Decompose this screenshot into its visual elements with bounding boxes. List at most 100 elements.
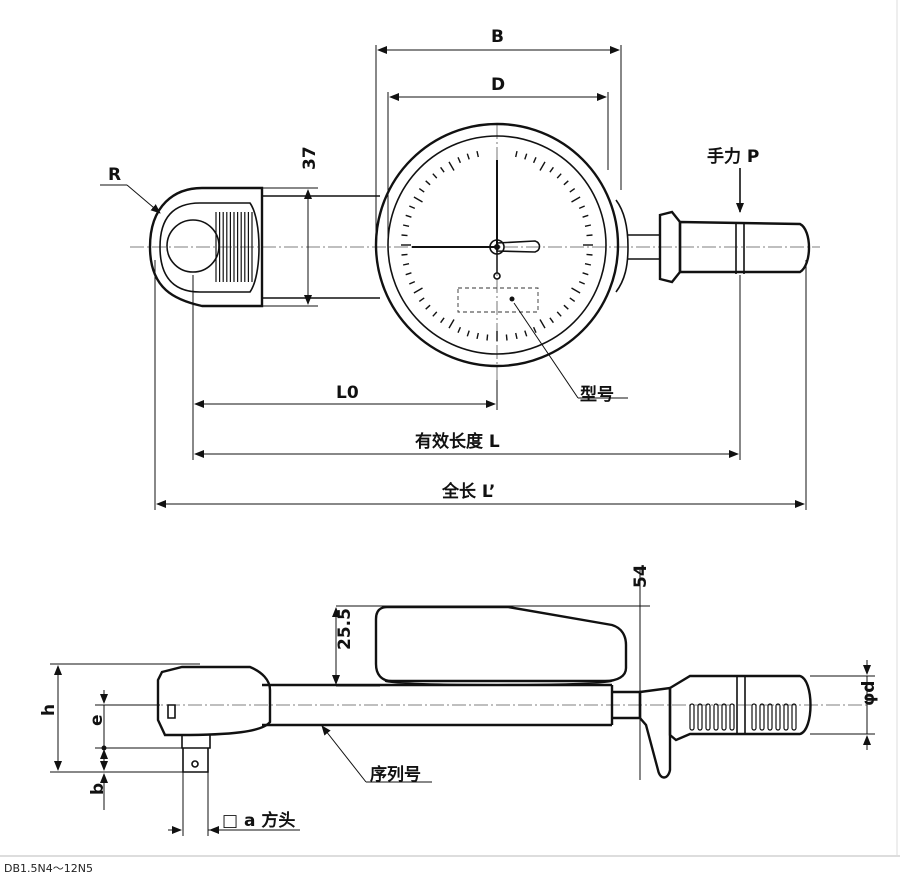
- handle-grip-ring: [735, 222, 745, 274]
- shaft: [262, 683, 612, 727]
- dial-tick: [532, 326, 537, 333]
- dial-tick: [409, 205, 416, 210]
- caption: DB1.5N4～12N5: [4, 862, 93, 875]
- dial-tick: [571, 287, 581, 294]
- dial-tick: [578, 205, 585, 210]
- grip-rib: [713, 703, 719, 731]
- grip-rib: [751, 703, 757, 731]
- grip-ribs: [689, 703, 797, 731]
- dial-ticks: [401, 150, 593, 341]
- dial-tick: [515, 332, 518, 340]
- grip-side-ring: [736, 676, 746, 734]
- top-view: 手力 P R 37 B D 型号 L0 有效长度 L: [100, 27, 820, 510]
- dial-tick: [401, 253, 408, 256]
- shank-lines: [262, 195, 380, 299]
- dial-tick: [476, 332, 479, 340]
- needle-stem-pivot: [493, 272, 501, 280]
- dial-tick: [539, 161, 546, 171]
- dim-d-label: D: [491, 75, 505, 95]
- grip-rib: [791, 703, 797, 731]
- dial-tick: [582, 214, 589, 218]
- dial-tick: [571, 196, 581, 203]
- dim-37-label: 37: [300, 146, 320, 170]
- dim-b-side-label: b: [88, 783, 108, 795]
- dial-tick: [457, 157, 462, 164]
- grip-rib: [729, 703, 735, 731]
- dial-tick: [405, 214, 412, 218]
- dial-tick: [578, 280, 585, 285]
- dial-tick: [524, 330, 528, 337]
- dim-ltotal-label: 全长 L’: [441, 481, 495, 502]
- dial-tick: [476, 150, 479, 158]
- r-label: R: [108, 165, 121, 185]
- dial-tick: [515, 150, 518, 158]
- dial-tick: [584, 224, 592, 227]
- force-label: 手力 P: [707, 146, 759, 167]
- dial-tick: [563, 304, 569, 310]
- dial-tick: [539, 319, 546, 329]
- dial-tick: [532, 157, 537, 164]
- head-outline: [148, 186, 264, 308]
- dim-h-label: h: [39, 704, 59, 716]
- dial-tick: [457, 326, 462, 333]
- dim-54-label: 54: [631, 564, 651, 588]
- dim-phid-label: φd: [859, 681, 879, 706]
- dial-housing-side: [374, 605, 628, 683]
- grip-rib: [775, 703, 781, 731]
- dial-tick: [556, 311, 562, 317]
- dial-tick: [586, 253, 593, 256]
- grip-side: [668, 674, 812, 742]
- dial-tick: [569, 297, 576, 302]
- dial-tick: [563, 180, 569, 186]
- model-label-box: [457, 287, 539, 313]
- dial-tick: [413, 287, 423, 294]
- side-view: 54 25.5 h e b φd 序列号: [39, 564, 879, 836]
- grip-rib: [721, 703, 727, 731]
- dial-hub-center: [494, 244, 500, 250]
- grip-rib: [697, 703, 703, 731]
- head: [148, 186, 380, 308]
- serial-leader: [321, 725, 367, 783]
- serial-label: 序列号: [370, 764, 421, 785]
- grip-rib: [705, 703, 711, 731]
- head-side-detail: [167, 704, 176, 719]
- dial-tick: [401, 234, 408, 237]
- dial-right-boss: [615, 199, 629, 293]
- dial-tick: [549, 166, 554, 173]
- square-drive-label: □ a 方头: [222, 810, 295, 831]
- model-leader: [513, 302, 579, 399]
- dim-25-5-label: 25.5: [335, 608, 355, 650]
- dial-tick: [425, 304, 431, 310]
- dial-tick: [524, 153, 528, 160]
- dial-tick: [448, 161, 455, 171]
- dial-tick: [586, 234, 593, 237]
- dial-tick: [402, 224, 410, 227]
- head-square-drive-circle: [166, 219, 220, 273]
- dial-tick: [549, 317, 554, 324]
- dial: [374, 122, 629, 368]
- dial-tick: [418, 297, 425, 302]
- handle-grip: [678, 220, 811, 274]
- dial-tick: [440, 317, 445, 324]
- dial-tick: [466, 153, 470, 160]
- grip-rib: [767, 703, 773, 731]
- dial-tick: [466, 330, 470, 337]
- square-drive: [182, 748, 209, 773]
- head-inner: [159, 202, 260, 293]
- dial-tick: [569, 188, 576, 193]
- dim-e-dot: [101, 745, 107, 751]
- handle: [628, 210, 811, 284]
- grip-rib: [689, 703, 695, 731]
- dial-tick: [448, 319, 455, 329]
- dial-tick: [409, 280, 416, 285]
- dial-hub: [489, 239, 505, 255]
- model-label-dot: [509, 296, 515, 302]
- handle-neck: [628, 234, 660, 260]
- dial-tick: [405, 272, 412, 276]
- dial-tick: [432, 311, 438, 317]
- side-lever: [638, 686, 672, 779]
- square-drive-upper: [181, 735, 211, 749]
- dial-tick: [556, 173, 562, 179]
- dial-tick: [584, 263, 592, 266]
